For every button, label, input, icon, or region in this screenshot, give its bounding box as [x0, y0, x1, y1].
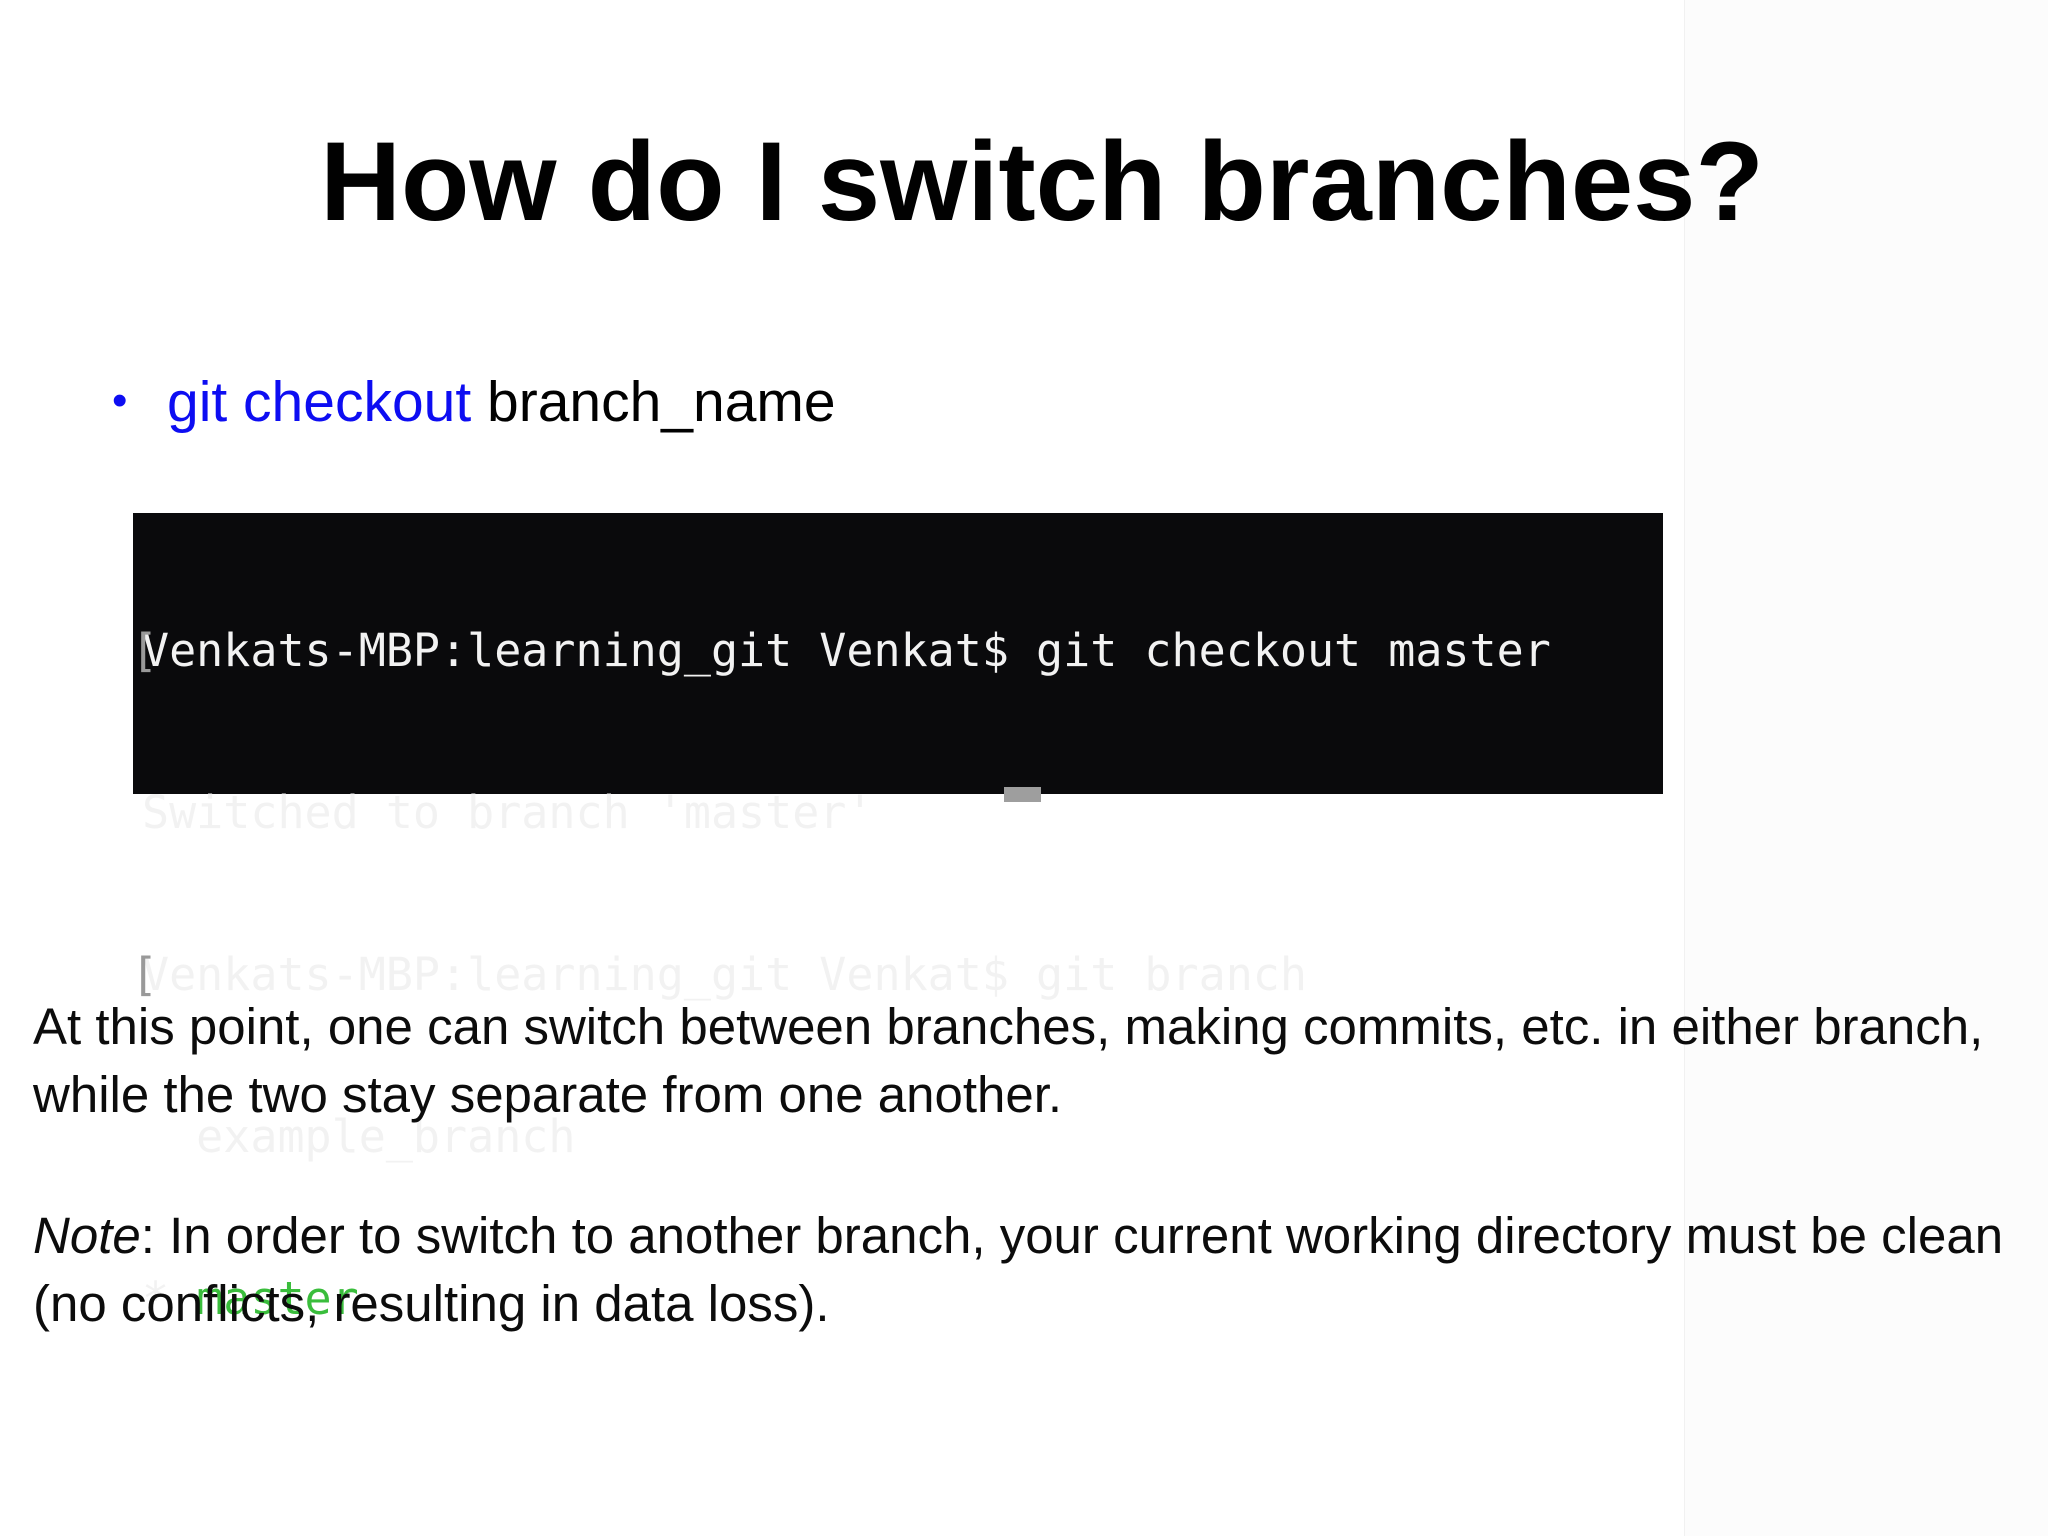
- resize-handle-artifact: [1004, 787, 1041, 802]
- note-paragraph: Note: In order to switch to another bran…: [33, 1202, 2043, 1338]
- bullet-item: • git checkout branch_name: [112, 366, 836, 437]
- command-text: git checkout: [167, 370, 488, 434]
- bullet-icon: •: [112, 376, 128, 425]
- right-margin-band: [1684, 0, 2048, 1536]
- note-text: : In order to switch to another branch, …: [33, 1207, 2004, 1332]
- terminal-text: *: [142, 1272, 197, 1325]
- terminal-text: example_branch: [142, 1110, 576, 1163]
- terminal-line: * master: [142, 1272, 1663, 1326]
- terminal-screenshot: [Venkats-MBP:learning_git Venkat$ git ch…: [131, 513, 1663, 1325]
- page-title: How do I switch branches?: [320, 119, 1764, 244]
- terminal-text: Venkats-MBP:learning_git Venkat$ git bra…: [142, 948, 1307, 1001]
- terminal-line: [Venkats-MBP:learning_git Venkat$ git br…: [131, 948, 1663, 1002]
- prompt-bracket: [: [131, 624, 159, 677]
- terminal-text: Switched to branch 'master': [142, 786, 874, 839]
- terminal-line: [Venkats-MBP:learning_git Venkat$ git ch…: [131, 624, 1663, 678]
- body-paragraph: At this point, one can switch between br…: [33, 998, 1984, 1123]
- terminal-text: Venkats-MBP:learning_git Venkat$ git che…: [142, 624, 1551, 677]
- note-label: Note: [33, 1207, 141, 1264]
- branch-current: master: [196, 1272, 359, 1325]
- terminal-line: example_branch: [142, 1110, 1663, 1164]
- argument-text: branch_name: [487, 370, 836, 434]
- terminal-line: Switched to branch 'master': [142, 786, 1663, 840]
- prompt-bracket: [: [131, 948, 159, 1001]
